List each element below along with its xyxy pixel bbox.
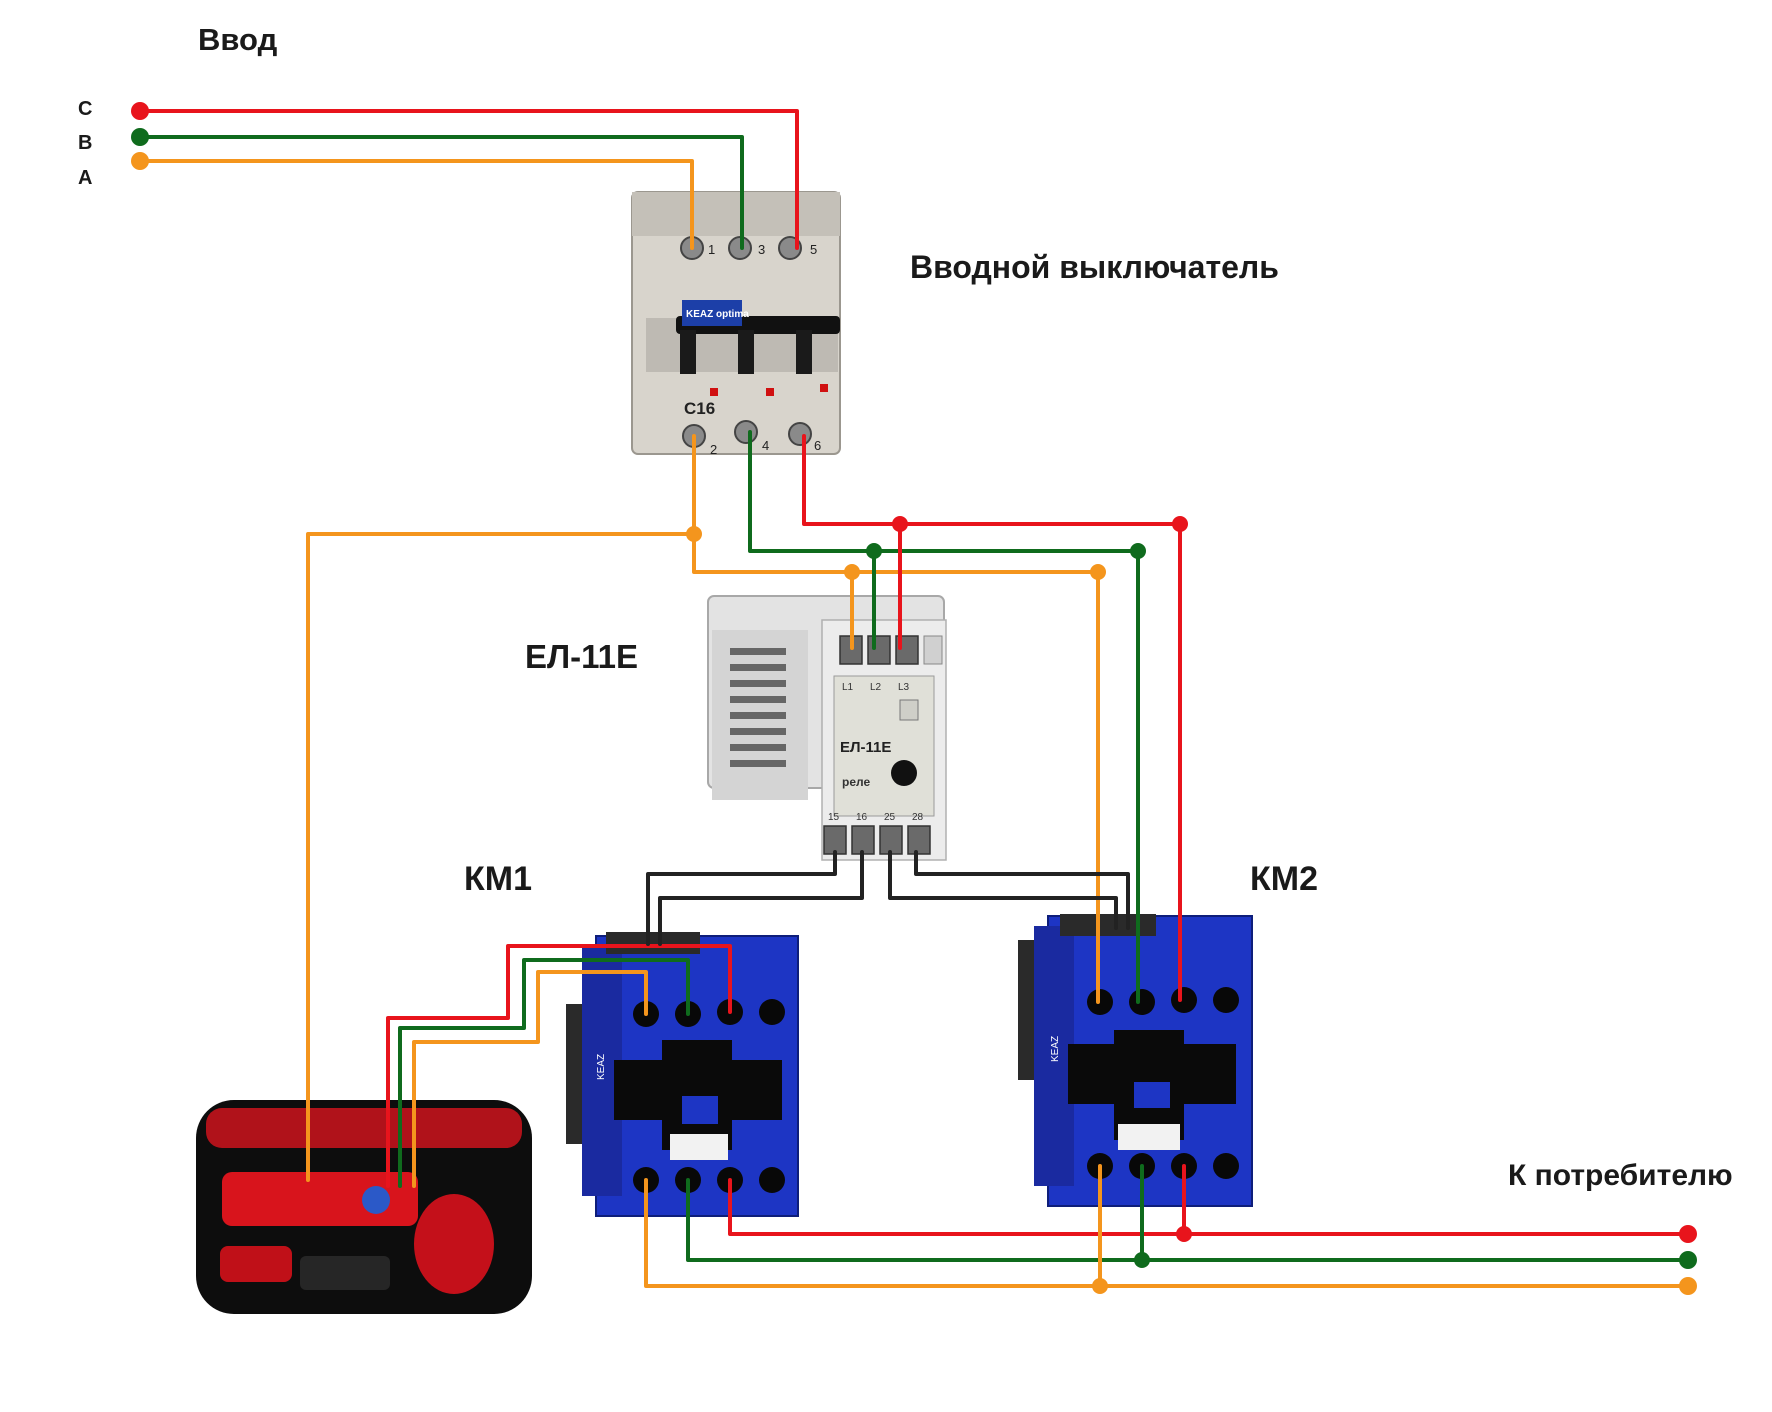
wire-generator-feed-a (306, 532, 696, 1182)
relay-label: ЕЛ-11Е (525, 638, 638, 675)
svg-text:KEAZ: KEAZ (596, 1054, 607, 1080)
wire-input-phase-a (138, 159, 694, 250)
generator-knob (362, 1186, 390, 1214)
wire-generator-c (386, 944, 732, 1188)
svg-text:L3: L3 (898, 682, 910, 693)
relay-vent-slots (730, 648, 786, 767)
svg-text:15: 15 (828, 812, 840, 823)
relay-model-text: ЕЛ-11Е (840, 739, 891, 756)
svg-text:28: 28 (912, 812, 924, 823)
km2-top-terminals (1087, 987, 1239, 1015)
contactor-km1: KEAZ (566, 932, 799, 1217)
wire-input-phase-b (138, 135, 744, 250)
km2-label-plate (1118, 1124, 1180, 1150)
junction-dots (131, 102, 1697, 1295)
breaker-brand-badge (682, 300, 742, 326)
phase-b-label: B (78, 132, 92, 154)
km1-label: КМ1 (464, 860, 532, 898)
svg-text:1: 1 (708, 242, 715, 257)
output-node-phase-a (1679, 1277, 1697, 1295)
phase-a-label: A (78, 167, 92, 189)
svg-text:16: 16 (856, 812, 868, 823)
wire-breaker-out-a (692, 434, 1100, 1004)
input-node-phase-c (131, 102, 149, 120)
wires (138, 109, 1690, 1288)
km1-top-terminals (633, 999, 785, 1027)
breaker-bottom-terminals: 2 4 6 (682, 420, 821, 457)
wire-breaker-out-c (802, 434, 1182, 1002)
generator (196, 1100, 532, 1314)
svg-text:6: 6 (814, 438, 821, 453)
km1-label-plate (670, 1134, 728, 1160)
wire-breaker-out-b (748, 430, 1140, 1004)
wire-generator-a (412, 970, 648, 1188)
main-breaker-label: Вводной выключатель (910, 249, 1279, 285)
generator-panel (222, 1172, 418, 1226)
breaker-brand-text: KEAZ optima (686, 309, 749, 320)
phase-c-label: C (78, 98, 92, 120)
input-node-phase-a (131, 152, 149, 170)
to-consumer-label: К потребителю (1508, 1159, 1733, 1192)
svg-text:3: 3 (758, 242, 765, 257)
control-wire-km2-1 (888, 850, 1118, 930)
output-node-phase-c (1679, 1225, 1697, 1243)
control-wire-km2-2 (914, 850, 1130, 930)
svg-text:5: 5 (810, 242, 817, 257)
control-wire-km1-2 (658, 850, 864, 946)
wire-generator-b (398, 958, 690, 1188)
contactor-km2: KEAZ (1018, 914, 1253, 1207)
relay-brand-text: реле (842, 775, 870, 789)
wire-km1-out-a (644, 1178, 1690, 1288)
svg-text:L1: L1 (842, 682, 854, 693)
input-node-phase-b (131, 128, 149, 146)
svg-text:4: 4 (762, 438, 769, 453)
output-node-phase-b (1679, 1251, 1697, 1269)
relay-output-terminals: 15 16 25 28 (823, 812, 931, 855)
km2-label: КМ2 (1250, 860, 1318, 898)
svg-text:2: 2 (710, 442, 717, 457)
breaker-rating-text: C16 (684, 399, 715, 418)
phase-relay-el11e: ЕЛ-11Е реле L1 L2 L3 15 16 25 28 (707, 595, 947, 861)
wire-km1-out-b (686, 1178, 1690, 1262)
generator-fuel-tank (414, 1194, 494, 1294)
input-label: Ввод (198, 22, 278, 57)
control-wire-km1-1 (646, 850, 837, 946)
relay-adjust-knob (891, 760, 917, 786)
main-breaker: KEAZ optima C16 1 3 5 2 4 6 (631, 191, 841, 457)
svg-text:25: 25 (884, 812, 896, 823)
wire-input-phase-c (138, 109, 799, 250)
svg-text:L2: L2 (870, 682, 882, 693)
svg-text:KEAZ: KEAZ (1050, 1036, 1061, 1062)
wire-km1-out-c (728, 1178, 1690, 1236)
